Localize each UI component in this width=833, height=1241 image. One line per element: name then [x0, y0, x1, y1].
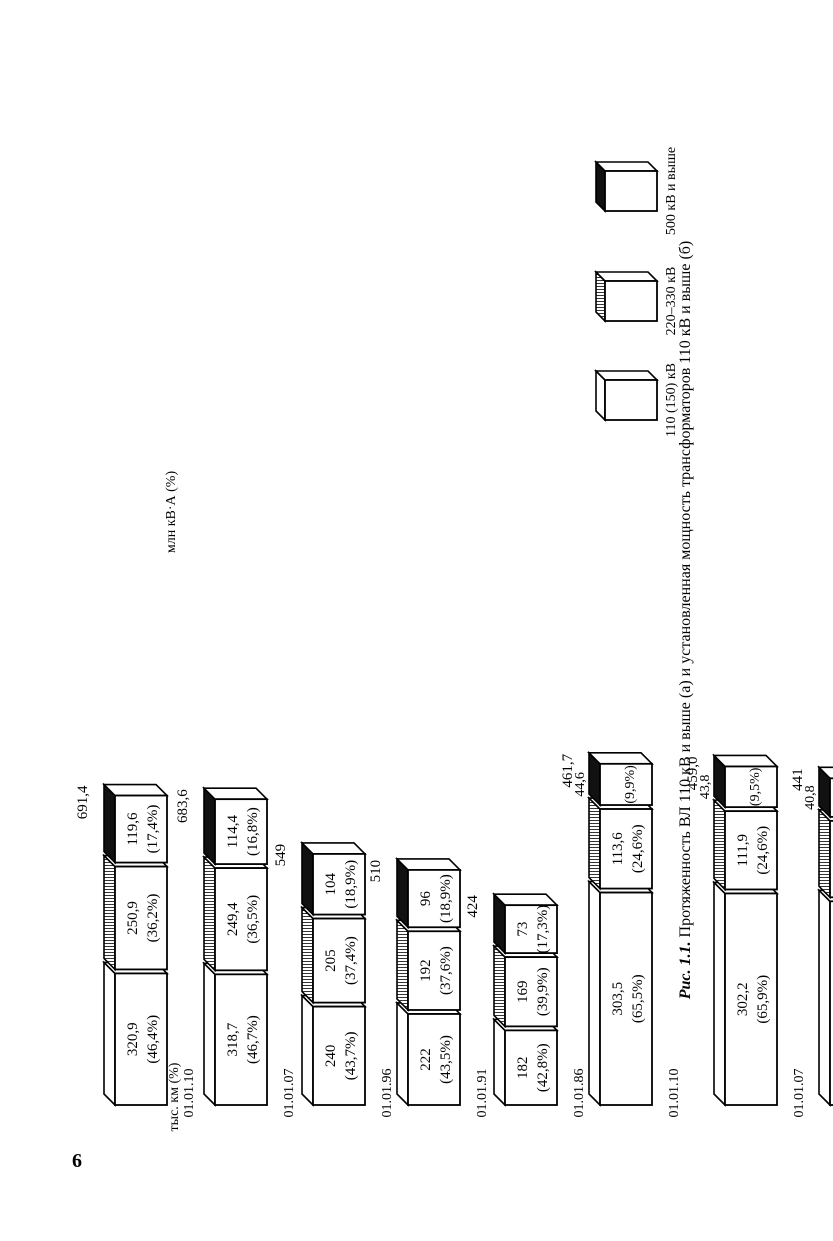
bar-segment: [102, 960, 169, 1107]
bar-value: 302,2: [735, 982, 751, 1016]
bar-value: 111,9: [735, 834, 751, 867]
bar-value: 320,9: [125, 1022, 141, 1056]
bar-segment: [102, 853, 169, 972]
bar-value: 169: [515, 980, 531, 1003]
bar-percent: (42,8%): [535, 1043, 551, 1092]
caption-text: Протяженность ВЛ 110 кВ и выше (а) и уст…: [677, 241, 694, 942]
bar-value: 240: [323, 1045, 339, 1068]
bar-value: 114,4: [225, 815, 241, 849]
bar-segment: [587, 750, 654, 807]
bar-total: 459,0: [685, 756, 701, 790]
bar-percent: (24,6%): [755, 826, 771, 875]
bar-value: 182: [515, 1056, 531, 1079]
bar-total: 510: [368, 860, 384, 883]
page-number: 6: [72, 1150, 82, 1172]
bar-percent: (46,4%): [145, 1015, 161, 1064]
bar-total: 683,6: [175, 789, 191, 823]
bar-percent: (46,7%): [245, 1015, 261, 1064]
legend-label: 110 (150) кВ: [664, 363, 679, 437]
category-label: 01.01.96: [380, 1069, 395, 1118]
bar-total: 549: [273, 844, 289, 867]
bar-percent: (37,4%): [343, 936, 359, 985]
bar-percent: (18,9%): [343, 860, 359, 909]
unit-label: млн кВ·А (%): [164, 471, 179, 554]
bar-value: 192: [418, 959, 434, 982]
bar-value: 249,4: [225, 902, 241, 936]
bar-value: 222: [418, 1048, 434, 1071]
category-label: 01.01.07: [792, 1069, 807, 1118]
bar-percent: (39,9%): [535, 967, 551, 1016]
bar-total: 424: [465, 895, 481, 918]
bar-percent: (9,9%): [623, 765, 638, 804]
bar-segment: [817, 765, 833, 819]
bar-total: 461,7: [560, 753, 576, 787]
bar-percent: (24,6%): [630, 824, 646, 873]
bar-segment: [492, 944, 559, 1029]
bar-value: 250,9: [125, 901, 141, 935]
category-label: 01.01.91: [475, 1069, 490, 1118]
bar-segment: [712, 753, 779, 810]
bar-segment: [817, 807, 833, 900]
bar-value: 96: [418, 891, 434, 907]
legend-label: 220–330 кВ: [664, 267, 679, 336]
bar-value: 113,6: [610, 832, 626, 866]
bar-percent: (43,5%): [438, 1035, 454, 1084]
bar-segment: [817, 888, 833, 1107]
unit-label: тыс. км (%): [167, 1062, 182, 1131]
bar-value: 119,6: [125, 812, 141, 846]
bar-total: 691,4: [75, 785, 91, 819]
category-label: 01.01.10: [667, 1069, 682, 1118]
legend-swatch: [594, 270, 659, 323]
legend-swatch: [594, 160, 659, 213]
bar-value: 40,8: [803, 785, 818, 810]
bar-value: 303,5: [610, 982, 626, 1016]
bar-percent: (65,9%): [755, 975, 771, 1024]
category-label: 01.01.10: [182, 1069, 197, 1118]
bar-segment: [300, 840, 367, 917]
bar-value: 44,6: [573, 772, 588, 797]
bar-segment: [202, 786, 269, 867]
bar-percent: (37,6%): [438, 946, 454, 995]
bar-value: 318,7: [225, 1022, 241, 1056]
bar-percent: (16,8%): [245, 807, 261, 856]
bar-percent: (65,5%): [630, 974, 646, 1023]
bar-value: 205: [323, 949, 339, 972]
bar-percent: (17,3%): [535, 905, 551, 954]
bar-percent: (17,4%): [145, 805, 161, 854]
bar-total: 441: [790, 768, 806, 791]
bar-percent: (18,9%): [438, 874, 454, 923]
bar-percent: (36,5%): [245, 895, 261, 944]
category-label: 01.01.07: [282, 1069, 297, 1118]
category-label: 01.01.86: [572, 1069, 587, 1118]
bar-percent: (36,2%): [145, 894, 161, 943]
bar-segment: [587, 879, 654, 1107]
bar-value: 43,8: [698, 775, 713, 800]
figure-caption: Рис. 1.1. Протяженность ВЛ 110 кВ и выше…: [677, 241, 694, 1001]
bar-percent: (9,5%): [748, 767, 763, 806]
bar-value: 104: [323, 872, 339, 895]
bar-value: 73: [515, 922, 531, 937]
caption-prefix: Рис. 1.1.: [677, 941, 694, 1000]
bar-segment: [492, 892, 559, 956]
bar-segment: [102, 782, 169, 865]
legend-label: 500 кВ и выше: [664, 147, 679, 235]
legend-swatch: [594, 369, 659, 422]
bar-segment: [395, 856, 462, 930]
bar-segment: [587, 796, 654, 891]
bar-percent: (43,7%): [343, 1031, 359, 1080]
